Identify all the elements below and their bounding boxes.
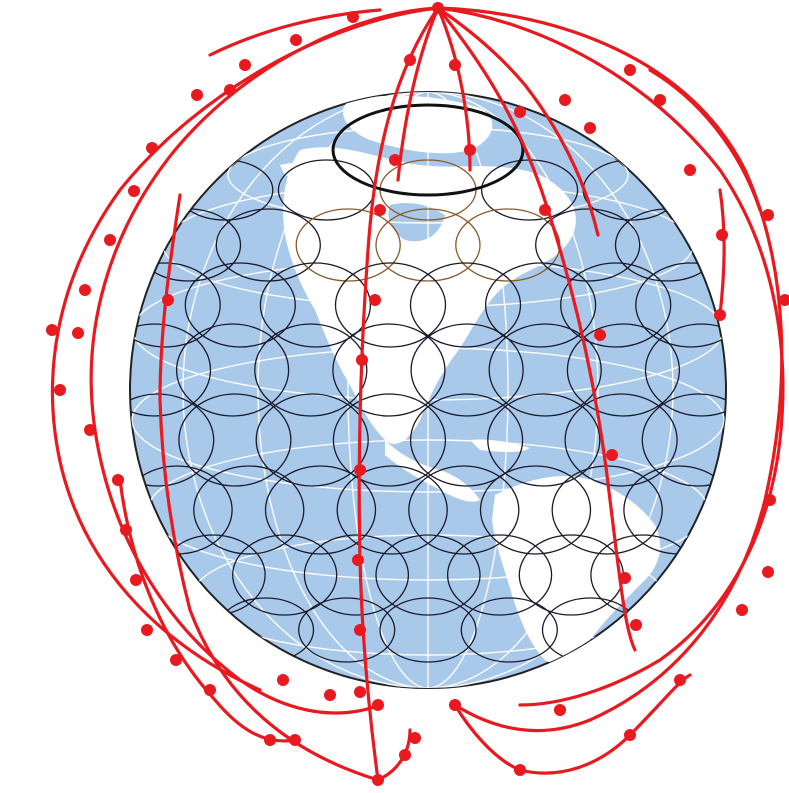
satellite-dot xyxy=(224,84,236,96)
satellite-dot xyxy=(120,524,132,536)
satellite-dot xyxy=(141,624,153,636)
satellite-dot xyxy=(624,729,636,741)
satellite-dot xyxy=(514,106,526,118)
satellite-dot xyxy=(762,209,774,221)
orbit-path xyxy=(650,70,760,210)
satellite-dot xyxy=(354,686,366,698)
satellite-dot xyxy=(356,354,368,366)
orbit-path xyxy=(455,675,690,773)
satellite-dot xyxy=(72,327,84,339)
satellite-dot xyxy=(84,424,96,436)
satellite-dot xyxy=(372,699,384,711)
satellite-dot xyxy=(409,732,421,744)
satellite-dot xyxy=(112,474,124,486)
satellite-dot xyxy=(352,554,364,566)
satellite-dot xyxy=(684,164,696,176)
satellite-dot xyxy=(514,764,526,776)
satellite-dot xyxy=(654,94,666,106)
satellite-dot xyxy=(606,449,618,461)
satellite-dot xyxy=(128,185,140,197)
satellite-dot xyxy=(389,154,401,166)
satellite-dot xyxy=(762,566,774,578)
satellite-dot xyxy=(539,204,551,216)
satellite-dot xyxy=(354,464,366,476)
satellite-dot xyxy=(324,689,336,701)
satellite-dot xyxy=(369,294,381,306)
satellite-dot xyxy=(736,604,748,616)
satellite-dot xyxy=(630,619,642,631)
satellite-dot xyxy=(584,122,596,134)
satellite-dot xyxy=(79,284,91,296)
satellite-dot xyxy=(674,674,686,686)
satellite-dot xyxy=(624,64,636,76)
satellite-dot xyxy=(277,674,289,686)
satellite-dot xyxy=(714,309,726,321)
satellite-dot xyxy=(264,734,276,746)
satellite-dot xyxy=(464,144,476,156)
satellite-dot xyxy=(764,494,776,506)
satellite-dot xyxy=(594,329,606,341)
satellite-dot xyxy=(716,229,728,241)
satellite-dot xyxy=(347,11,359,23)
satellite-dot xyxy=(554,704,566,716)
satellite-dot xyxy=(374,204,386,216)
satellite-dot xyxy=(46,324,58,336)
satellite-dot xyxy=(239,59,251,71)
satellite-dot xyxy=(449,699,461,711)
satellite-dot xyxy=(399,749,411,761)
earth-globe xyxy=(99,92,758,688)
satellite-dot xyxy=(432,2,444,14)
satellite-dot xyxy=(449,59,461,71)
satellite-dot xyxy=(130,574,142,586)
satellite-dot xyxy=(559,94,571,106)
satellite-dot xyxy=(170,654,182,666)
satellite-dot xyxy=(162,294,174,306)
satellite-dot xyxy=(354,624,366,636)
satellite-dot xyxy=(54,384,66,396)
satellite-dot xyxy=(191,89,203,101)
satellite-dot xyxy=(404,54,416,66)
satellite-dot xyxy=(290,34,302,46)
satellite-dot xyxy=(104,234,116,246)
satellite-dot xyxy=(204,684,216,696)
satellite-dot xyxy=(619,572,631,584)
satellite-dot xyxy=(372,774,384,786)
orbit-path xyxy=(720,190,724,315)
satellite-dot xyxy=(146,142,158,154)
satellite-dot xyxy=(289,734,301,746)
